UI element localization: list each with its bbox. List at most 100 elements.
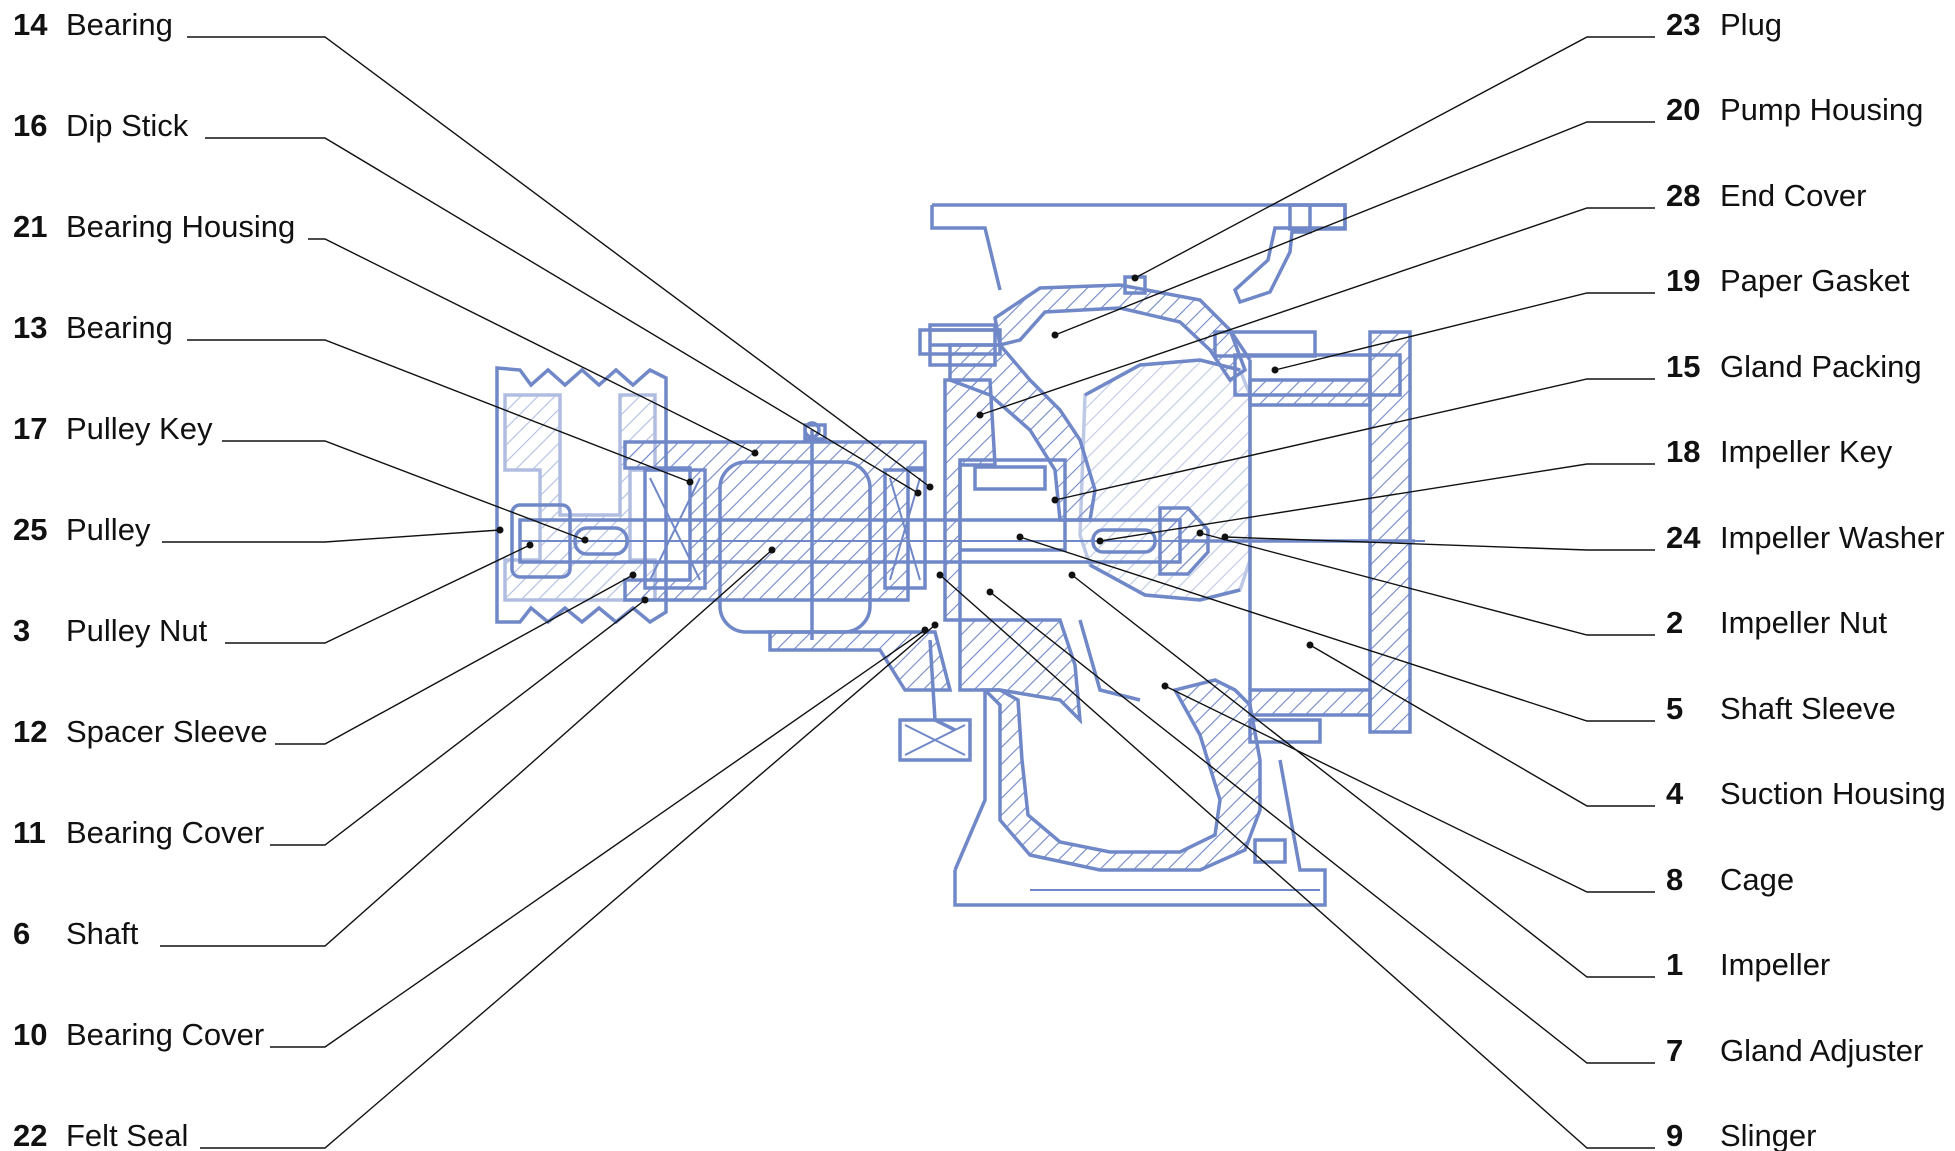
callout-shaft-sleeve: 5 Shaft Sleeve bbox=[1666, 691, 1896, 726]
leader-pump-housing-dot bbox=[1051, 331, 1059, 339]
callout-number: 1 bbox=[1666, 947, 1683, 982]
leader-dip-stick bbox=[205, 137, 919, 494]
callout-label: Bearing Housing bbox=[66, 209, 295, 244]
leader-end-cover-dot bbox=[976, 411, 984, 419]
callout-number: 5 bbox=[1666, 691, 1683, 726]
callout-label: Spacer Sleeve bbox=[66, 714, 268, 749]
leader-bearing-cover-10-dot bbox=[921, 626, 929, 634]
callout-number: 16 bbox=[13, 108, 47, 143]
pulley-drawing bbox=[495, 366, 668, 625]
callout-label: Plug bbox=[1720, 7, 1782, 42]
leader-felt-seal-dot bbox=[931, 621, 939, 629]
leader-bearing-14 bbox=[187, 36, 931, 488]
leader-bearing-housing bbox=[308, 238, 756, 454]
callout-bearing-cover-10: 10 Bearing Cover bbox=[13, 1017, 264, 1052]
callout-label: Cage bbox=[1720, 862, 1794, 897]
callout-plug: 23 Plug bbox=[1666, 7, 1782, 42]
callout-label: Felt Seal bbox=[66, 1118, 188, 1151]
leader-paper-gasket bbox=[1274, 292, 1655, 371]
callout-pulley-nut: 3 Pulley Nut bbox=[13, 613, 208, 648]
callout-gland-packing: 15 Gland Packing bbox=[1666, 349, 1922, 384]
leader-lines bbox=[160, 36, 1655, 1149]
leader-bearing-housing-dot bbox=[751, 449, 759, 457]
callout-label: Pulley Nut bbox=[66, 613, 208, 648]
callout-label: Pump Housing bbox=[1720, 92, 1923, 127]
callout-slinger: 9 Slinger bbox=[1666, 1118, 1817, 1151]
callout-cage: 8 Cage bbox=[1666, 862, 1794, 897]
leader-end-cover bbox=[979, 207, 1655, 416]
leader-slinger bbox=[939, 574, 1655, 1149]
leader-pulley-dot bbox=[496, 526, 504, 534]
labels-right: 23 Plug 20 Pump Housing 28 End Cover 19 … bbox=[1666, 7, 1946, 1151]
callout-felt-seal: 22 Felt Seal bbox=[13, 1118, 188, 1151]
callout-label: Shaft bbox=[66, 916, 139, 951]
callout-number: 15 bbox=[1666, 349, 1700, 384]
callout-number: 6 bbox=[13, 916, 30, 951]
leader-dip-stick-dot bbox=[914, 489, 922, 497]
leader-impeller bbox=[1071, 574, 1655, 978]
leader-shaft bbox=[160, 549, 773, 947]
leader-pump-housing bbox=[1054, 121, 1655, 336]
callout-number: 7 bbox=[1666, 1033, 1683, 1068]
leader-impeller-key-dot bbox=[1096, 537, 1104, 545]
leader-suction-housing bbox=[1309, 644, 1655, 807]
callout-impeller-key: 18 Impeller Key bbox=[1666, 434, 1893, 469]
labels-left: 14 Bearing 16 Dip Stick 21 Bearing Housi… bbox=[13, 7, 295, 1151]
callout-impeller-nut: 2 Impeller Nut bbox=[1666, 605, 1887, 640]
callout-label: Gland Packing bbox=[1720, 349, 1922, 384]
leader-pulley-key-dot bbox=[581, 536, 589, 544]
leader-pulley-nut bbox=[225, 544, 531, 644]
callout-number: 24 bbox=[1666, 520, 1701, 555]
leader-bearing-13-dot bbox=[686, 478, 694, 486]
callout-label: Slinger bbox=[1720, 1118, 1817, 1151]
leader-impeller-dot bbox=[1068, 571, 1076, 579]
callout-label: Pulley bbox=[66, 512, 151, 547]
leader-pulley-nut-dot bbox=[526, 541, 534, 549]
callout-number: 18 bbox=[1666, 434, 1700, 469]
callout-label: Suction Housing bbox=[1720, 776, 1946, 811]
leader-bearing-cover-11-dot bbox=[641, 596, 649, 604]
callout-label: Pulley Key bbox=[66, 411, 213, 446]
callout-number: 20 bbox=[1666, 92, 1700, 127]
leader-shaft-sleeve-dot bbox=[1016, 533, 1024, 541]
callout-number: 17 bbox=[13, 411, 47, 446]
callout-label: Impeller bbox=[1720, 947, 1830, 982]
callout-bearing-cover-11: 11 Bearing Cover bbox=[13, 815, 264, 850]
callout-label: Impeller Key bbox=[1720, 434, 1893, 469]
callout-suction-housing: 4 Suction Housing bbox=[1666, 776, 1946, 811]
callout-label: Bearing Cover bbox=[66, 1017, 264, 1052]
callout-number: 11 bbox=[13, 815, 46, 850]
callout-bearing-13: 13 Bearing bbox=[13, 310, 173, 345]
callout-number: 19 bbox=[1666, 263, 1700, 298]
callout-number: 3 bbox=[13, 613, 30, 648]
callout-number: 10 bbox=[13, 1017, 47, 1052]
callout-label: Bearing bbox=[66, 7, 173, 42]
leader-bearing-cover-10 bbox=[270, 629, 926, 1048]
callout-label: Shaft Sleeve bbox=[1720, 691, 1896, 726]
callout-pump-housing: 20 Pump Housing bbox=[1666, 92, 1923, 127]
leader-gland-packing bbox=[1054, 378, 1655, 501]
callout-number: 4 bbox=[1666, 776, 1684, 811]
callout-shaft: 6 Shaft bbox=[13, 916, 139, 951]
callout-label: Bearing Cover bbox=[66, 815, 264, 850]
leader-bearing-14-dot bbox=[926, 483, 934, 491]
callout-impeller-washer: 24 Impeller Washer bbox=[1666, 520, 1945, 555]
callout-spacer-sleeve: 12 Spacer Sleeve bbox=[13, 714, 268, 749]
leader-felt-seal bbox=[200, 624, 936, 1149]
callout-label: Gland Adjuster bbox=[1720, 1033, 1923, 1068]
leader-shaft-sleeve bbox=[1019, 536, 1655, 722]
callout-pulley-key: 17 Pulley Key bbox=[13, 411, 213, 446]
callout-paper-gasket: 19 Paper Gasket bbox=[1666, 263, 1910, 298]
callout-end-cover: 28 End Cover bbox=[1666, 178, 1866, 213]
callout-label: Bearing bbox=[66, 310, 173, 345]
callout-label: End Cover bbox=[1720, 178, 1866, 213]
leader-spacer-sleeve bbox=[275, 574, 634, 745]
callout-bearing-housing: 21 Bearing Housing bbox=[13, 209, 295, 244]
leader-impeller-nut-dot bbox=[1196, 529, 1204, 537]
callout-pulley: 25 Pulley bbox=[13, 512, 151, 547]
callout-number: 28 bbox=[1666, 178, 1700, 213]
impeller-nut-drawing bbox=[1091, 506, 1210, 576]
leader-impeller-nut bbox=[1199, 532, 1655, 636]
callout-number: 8 bbox=[1666, 862, 1683, 897]
